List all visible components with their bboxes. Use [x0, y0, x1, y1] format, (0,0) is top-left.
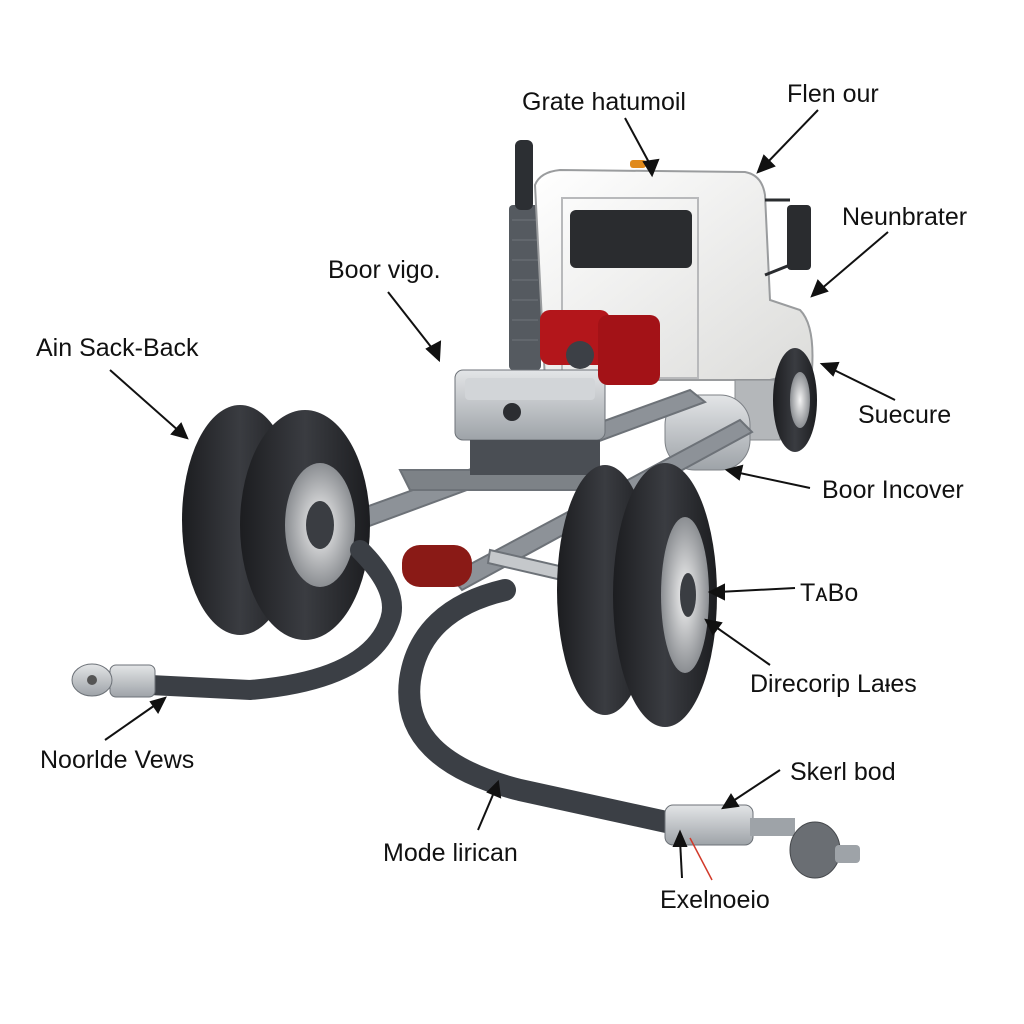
cab-rear-window	[570, 210, 692, 268]
engine-turbo-right	[598, 315, 660, 385]
label-taibo: TᴀBo	[800, 579, 859, 607]
hose-left	[71, 540, 402, 701]
label-direcorip-lates: Direcorip Laᵻes	[750, 670, 917, 698]
leader-lines	[104, 109, 896, 881]
label-noorde-vews: Noorlde Vews	[40, 746, 195, 774]
label-suecure: Suecure	[858, 401, 952, 429]
label-flen-our: Flen our	[787, 80, 879, 108]
engine-block	[402, 310, 660, 587]
label-ain-sack-back: Ain Sack-Back	[36, 334, 199, 362]
rear-left-wheel	[182, 405, 370, 640]
rear-right-wheel	[557, 463, 717, 727]
exhaust-stack	[509, 140, 541, 370]
label-neunbrater: Neunbrater	[842, 203, 968, 231]
label-grate-hatumoil: Grate hatumoil	[522, 88, 686, 116]
side-mirror	[787, 205, 811, 270]
differential	[402, 545, 472, 587]
front-wheel	[773, 348, 817, 452]
hose-right	[398, 579, 860, 879]
label-boor-incover: Boor Incover	[822, 476, 964, 504]
label-skerl-bod: Skerl bod	[790, 758, 896, 786]
label-boor-vigo: Boor vigo.	[328, 256, 441, 284]
label-exelnoeio: Exelnoeio	[660, 886, 770, 914]
marker-light	[630, 160, 646, 168]
label-mode-lirican: Mode lirican	[383, 839, 518, 867]
